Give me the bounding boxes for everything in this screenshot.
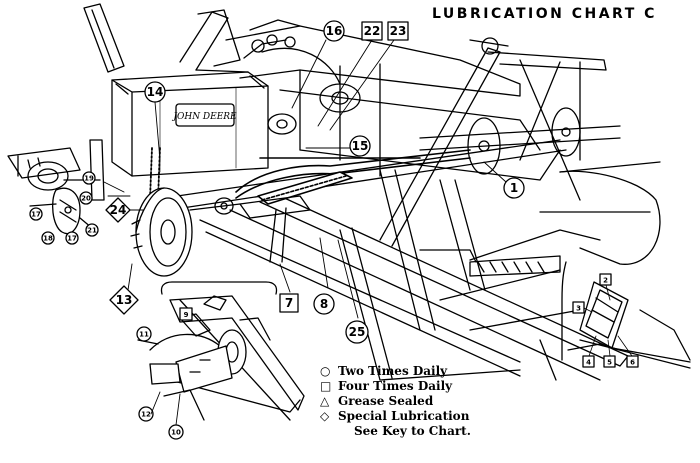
drive-detail-inset [137,295,305,421]
callout-17: 17 [29,207,43,221]
callout-19-label: 19 [84,175,94,183]
callout-20: 20 [79,191,93,205]
callout-16: 16 [323,20,345,42]
diamond-icon: ◇ [320,409,330,423]
callout-3-label: 3 [576,305,581,313]
callout-13-label: 13 [116,293,133,307]
callout-24-label: 24 [110,203,127,217]
callout-11-label: 11 [139,331,149,339]
callout-10-label: 10 [171,429,181,437]
drive-belts [235,149,471,205]
legend-four-times-daily: □ Four Times Daily [320,379,471,394]
callout-25-label: 25 [349,325,366,339]
callout-9-label: 9 [184,311,189,319]
unloading-auger [83,3,241,73]
callout-23-label: 23 [390,24,407,38]
callout-3: 3 [572,301,585,314]
callout-17b-label: 17 [67,235,77,243]
callout-13: 13 [109,285,139,315]
callout-14: 14 [144,81,166,103]
grain-tank: JOHN DEERE [111,71,269,177]
callout-7: 7 [279,293,299,313]
legend: ○ Two Times Daily □ Four Times Daily △ G… [320,364,471,439]
callout-23: 23 [387,21,409,41]
legend-two-times-label: Two Times Daily [338,364,448,378]
callout-7-label: 7 [285,296,293,310]
callout-14-label: 14 [147,85,164,99]
triangle-icon: △ [320,394,330,408]
reel-support [379,37,621,247]
callout-15-label: 15 [352,139,369,153]
callout-12: 12 [138,406,154,422]
callout-12-label: 12 [141,411,151,419]
legend-special-label: Special Lubrication [338,409,470,423]
separator-housing [225,19,561,181]
callout-8-label: 8 [320,297,328,311]
wheel-hub-inset [7,139,105,235]
drive-wheel [130,187,193,277]
callout-10: 10 [168,424,184,440]
callout-15: 15 [349,135,371,157]
square-icon: □ [320,379,332,393]
legend-special-lubrication: ◇ Special Lubrication [320,409,471,424]
callout-16-label: 16 [326,24,343,38]
callout-20-label: 20 [81,195,91,203]
callout-24: 24 [105,197,131,223]
grain-tank-rim [195,69,249,73]
callout-8: 8 [313,293,335,315]
final-drive [189,195,311,263]
callout-21: 21 [85,223,99,237]
callout-2-label: 2 [603,277,608,285]
callout-6: 6 [626,355,639,368]
callout-4-label: 4 [586,359,591,367]
right-inset-leaders [583,284,633,357]
callout-18-label: 18 [43,235,53,243]
leader-lines [103,39,507,319]
callout-5-label: 5 [607,359,612,367]
callout-18: 18 [41,231,55,245]
right-inset-bracket [561,261,567,361]
callout-1-label: 1 [510,181,518,195]
lower-inset-leaders [150,391,181,426]
callout-22-label: 22 [364,24,381,38]
callout-17-label: 17 [31,211,41,219]
callout-19: 19 [82,171,96,185]
pitman-inset [567,281,691,369]
callout-2: 2 [599,273,612,286]
callout-25: 25 [345,320,369,344]
brand-plate-text: JOHN DEERE [171,112,237,122]
callout-1: 1 [503,177,525,199]
callout-5: 5 [603,355,616,368]
callout-4: 4 [582,355,595,368]
legend-special-note: See Key to Chart. [354,424,471,438]
legend-grease-sealed: △ Grease Sealed [320,394,471,409]
callout-21-label: 21 [87,227,97,235]
callout-22: 22 [361,21,383,41]
inset-bracket [160,281,278,295]
legend-grease-label: Grease Sealed [338,394,434,408]
legend-two-times-daily: ○ Two Times Daily [320,364,471,379]
callout-9: 9 [179,307,193,321]
callout-6-label: 6 [630,359,635,367]
header-platform [419,161,661,277]
callout-11: 11 [136,326,152,342]
legend-four-times-label: Four Times Daily [338,379,453,393]
chart-title: LUBRICATION CHART C [432,6,657,22]
circle-icon: ○ [320,364,331,378]
callout-17b: 17 [65,231,79,245]
